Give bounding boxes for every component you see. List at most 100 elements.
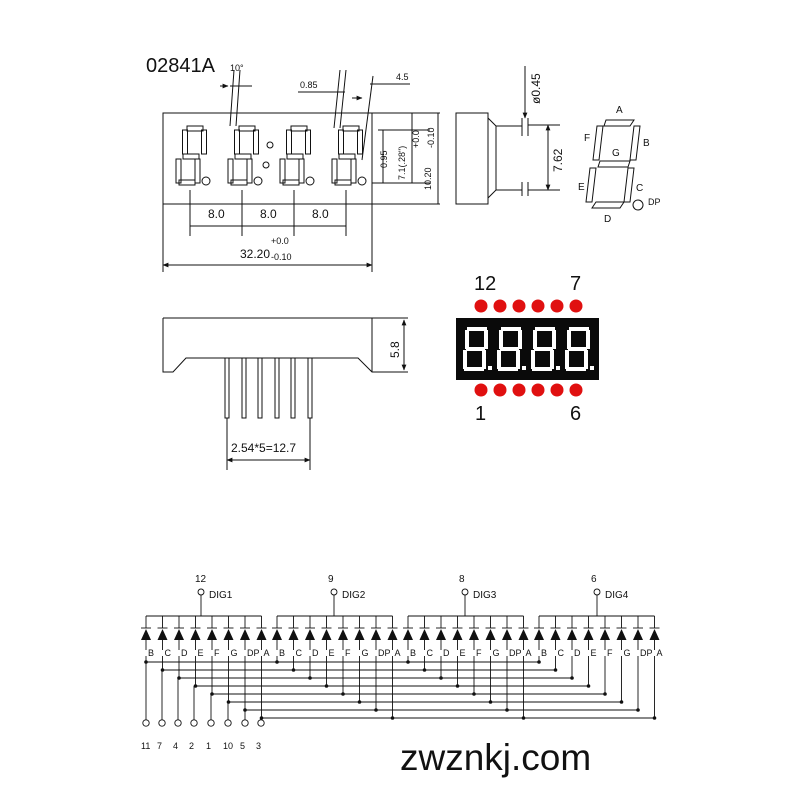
angle-label: 10°: [230, 63, 244, 73]
diode-segment-label: B: [148, 648, 154, 658]
segment-pin-number: 10: [223, 741, 233, 751]
digit-3-terminal: [461, 588, 469, 596]
diode-triangle: [403, 629, 413, 640]
segment-dp-label: DP: [648, 197, 661, 207]
segment-junction: [619, 700, 624, 704]
digit-4-name: DIG4: [605, 590, 629, 601]
bottom-view: [162, 317, 408, 470]
diode-segment-label: E: [198, 648, 204, 658]
diode-segment-label: E: [591, 648, 597, 658]
front-digit-1-dp: [201, 176, 211, 186]
segment-pin-terminal: [158, 719, 166, 727]
bottom-pin-3: [257, 357, 263, 419]
digit-1-terminal: [197, 588, 205, 596]
bottom-pins: [224, 357, 313, 419]
preview-digit-2-segment: [497, 350, 501, 369]
thickness-label: 5.8: [388, 341, 402, 358]
front-view-outline: [162, 112, 373, 205]
segment-junction: [586, 684, 591, 688]
preview-digit-3-segment: [531, 350, 535, 369]
preview-digit-3-segment: [534, 347, 553, 351]
digit-1-name: DIG1: [209, 590, 233, 601]
digit-4-terminal: [593, 588, 601, 596]
segment-f-label: F: [584, 133, 590, 144]
front-digit-1-segment: [182, 153, 200, 160]
preview-digit-2-segment: [500, 347, 519, 351]
segment-junction: [324, 684, 329, 688]
front-digit-2-segment: [246, 158, 253, 184]
preview-digit-1-segment: [463, 350, 467, 369]
segment-junction: [603, 692, 607, 696]
diode-triangle: [550, 629, 561, 640]
diode-segment-label: B: [541, 648, 547, 658]
dp-size-label: 0.95: [379, 150, 389, 168]
diode-segment-label: G: [231, 648, 238, 658]
diode-triangle: [583, 629, 594, 640]
diode-triangle: [371, 629, 381, 640]
preview-digit-4-dp: [590, 366, 594, 370]
segment-junction: [472, 692, 476, 696]
diode-segment-label: G: [624, 648, 631, 658]
preview-digit-1-segment: [484, 330, 488, 349]
preview-digit-1-segment: [466, 347, 485, 351]
diode-triangle: [157, 629, 168, 640]
diode-segment-label: G: [493, 648, 500, 658]
digit-4-pin-number: 6: [591, 574, 597, 585]
diode-segment-label: G: [362, 648, 369, 658]
diode-segment-label: DP: [509, 648, 522, 658]
segment-key: [585, 119, 644, 211]
segment-pin-number: 7: [157, 741, 162, 751]
segment-junction: [275, 660, 279, 664]
preview-digit-4-segment: [568, 347, 587, 351]
height-tol-plus: +0.0: [411, 130, 421, 148]
segment-pin-number: 5: [240, 741, 245, 751]
bottom-pin-1: [224, 357, 230, 419]
diode-triangle: [419, 629, 430, 640]
diode-triangle: [321, 629, 332, 640]
segment-junction: [406, 660, 410, 664]
segment-pin-number: 1: [206, 741, 211, 751]
segment-pin-number: 11: [141, 741, 150, 751]
front-digit-1-segment: [175, 158, 182, 184]
diode-triangle: [207, 629, 217, 640]
diode-segment-label: D: [443, 648, 450, 658]
diode-segment-label: F: [476, 648, 482, 658]
digit-2-terminal: [330, 588, 338, 596]
segment-junction: [570, 676, 574, 680]
preview-digit-2-segment: [498, 367, 518, 371]
led-pin-bottom-3: [512, 383, 526, 397]
diode-segment-label: E: [329, 648, 335, 658]
preview-digit-4-segment: [565, 350, 569, 369]
segment-junction: [455, 684, 460, 688]
diode-triangle: [354, 629, 365, 640]
diode-segment-label: C: [165, 648, 172, 658]
segment-junction: [291, 668, 296, 672]
diode-triangle: [567, 629, 577, 640]
front-digit-1-segment: [201, 129, 207, 155]
preview-digit-3-segment: [532, 367, 552, 371]
front-view: [162, 69, 440, 272]
preview-digit-2-segment: [499, 330, 503, 349]
pin-7-label: 7: [570, 273, 581, 295]
segment-junction: [537, 660, 541, 664]
diode-triangle: [452, 629, 463, 640]
front-digit-2-segment: [253, 129, 259, 155]
segment-pin-terminal: [142, 719, 150, 727]
colon-lower-dot: [262, 161, 270, 169]
segment-pin-terminal: [190, 719, 198, 727]
front-digit-3-segment: [279, 158, 286, 184]
diode-segment-label: A: [657, 648, 663, 658]
diode-triangle: [616, 629, 627, 640]
width-tol-plus: +0.0: [271, 236, 289, 246]
diode-triangle: [518, 629, 529, 640]
diode-triangle: [469, 629, 479, 640]
segment-g-label: G: [612, 148, 620, 159]
diode-triangle: [436, 629, 446, 640]
pitch-label-1: 8.0: [208, 207, 225, 221]
preview-digit-1-segment: [465, 330, 469, 349]
front-digit-4-segment: [342, 125, 360, 132]
front-digit-4-segment: [357, 129, 363, 155]
digit-2-pin-number: 9: [328, 574, 334, 585]
preview-digit-2-dp: [522, 366, 526, 370]
front-digit-2-segment: [234, 129, 240, 155]
